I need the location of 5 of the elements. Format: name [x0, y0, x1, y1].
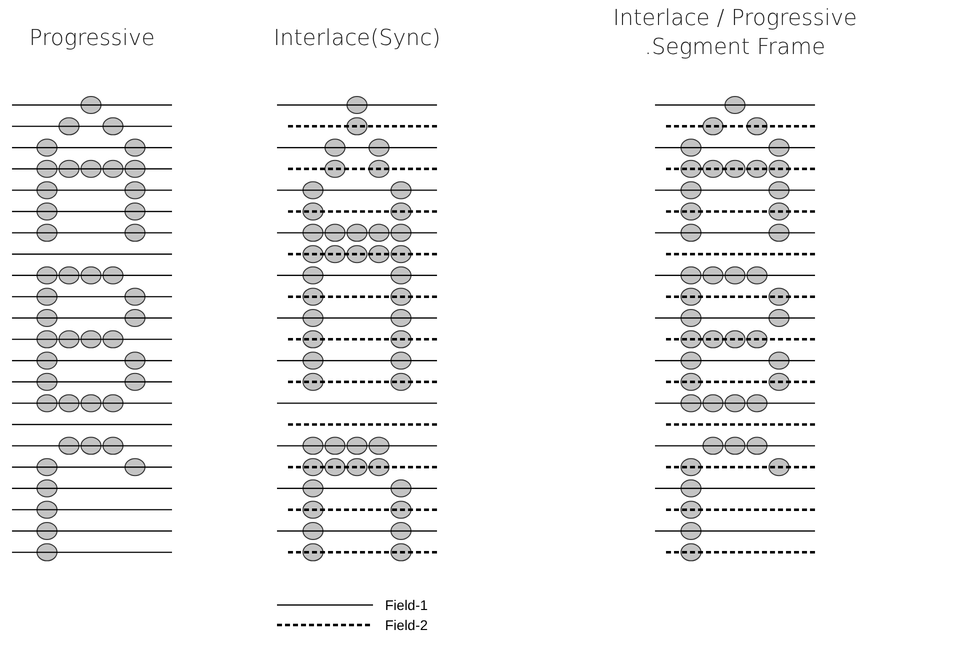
- column-heading: Interlace(Sync): [272, 25, 442, 53]
- column-heading: Interlace / Progressive .Segment Frame: [612, 5, 858, 62]
- column-heading: Progressive: [28, 25, 156, 53]
- legend-label: Field-2: [385, 617, 428, 633]
- legend-label: Field-1: [385, 597, 428, 613]
